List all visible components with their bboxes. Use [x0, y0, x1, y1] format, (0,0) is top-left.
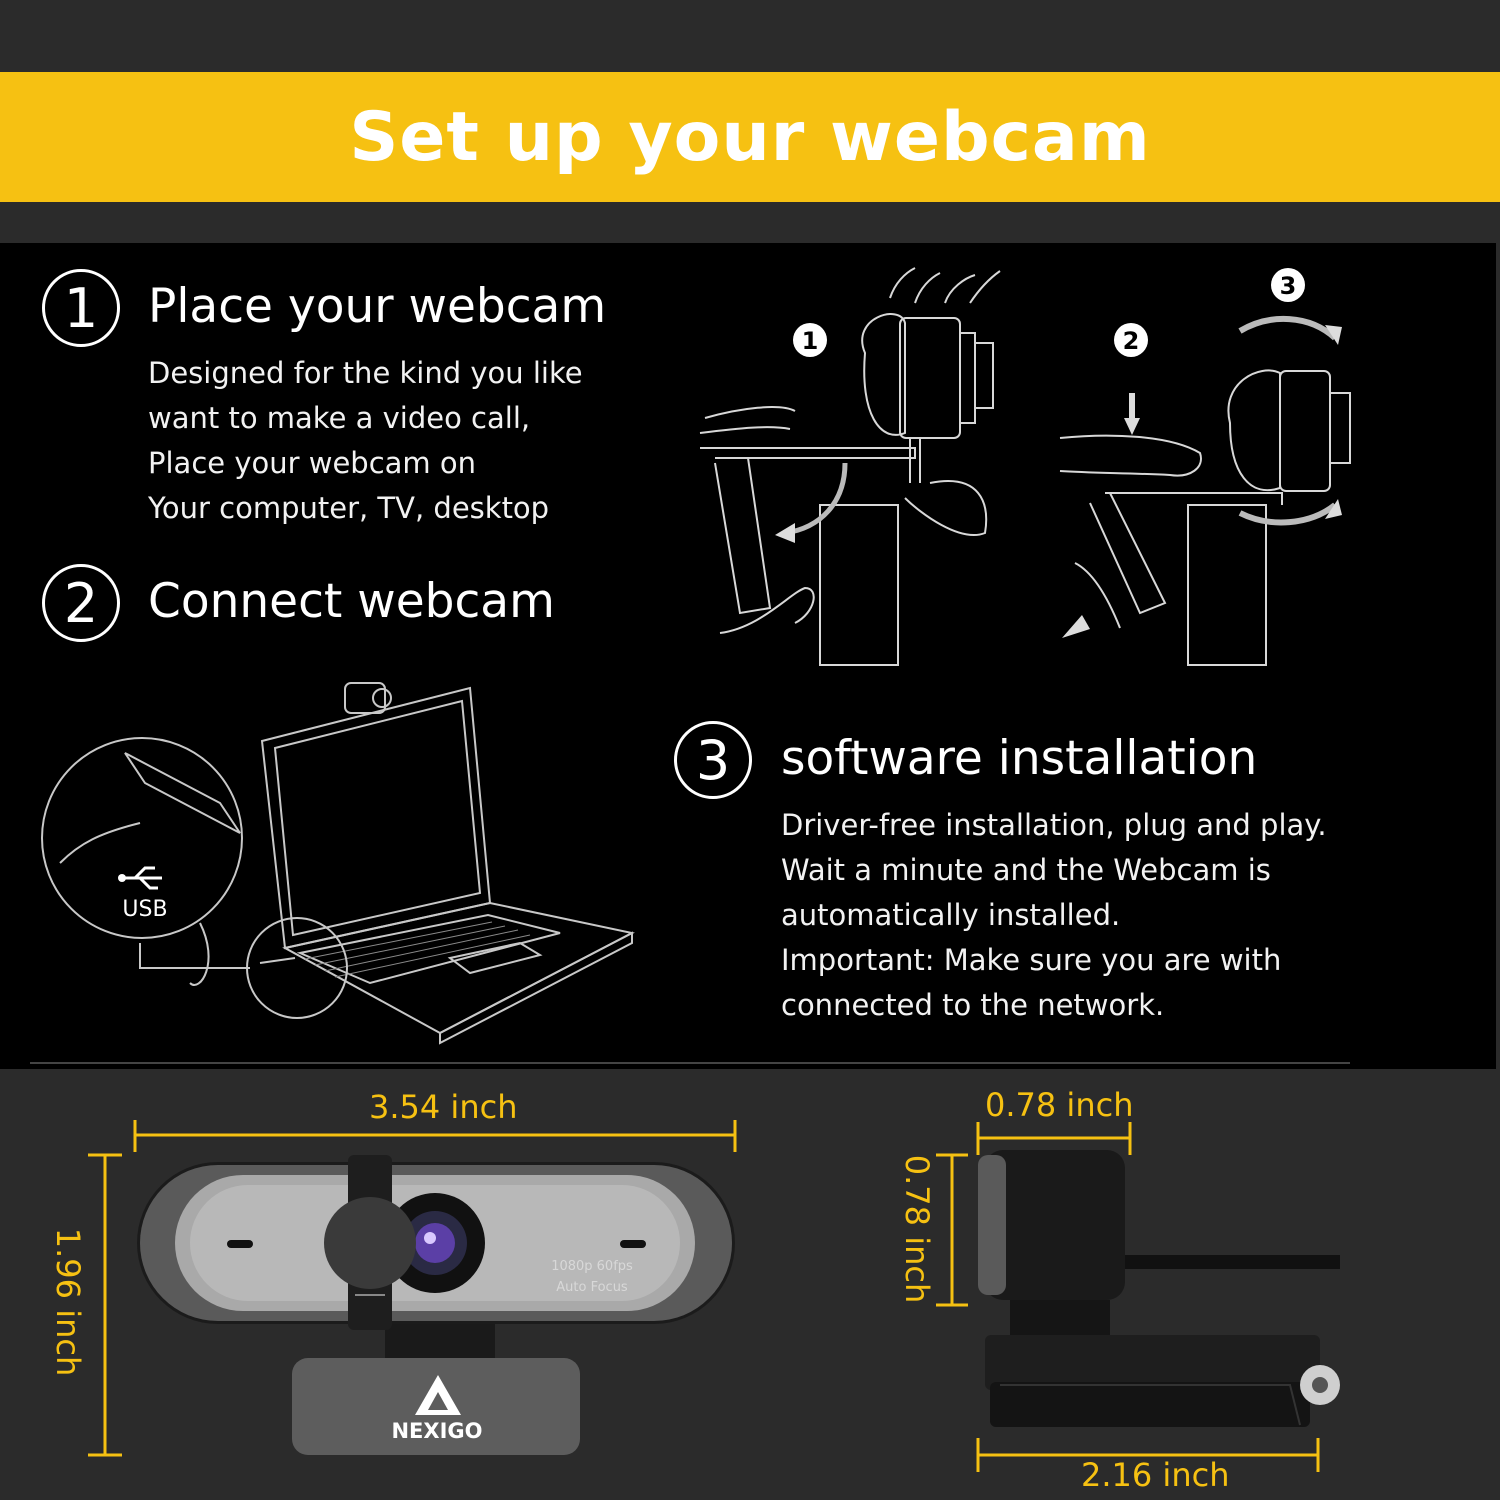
step-1-line: Designed for the kind you like [148, 356, 583, 390]
usb-label: USB [122, 897, 167, 922]
lens-spec-text: 1080p 60fps [551, 1259, 633, 1274]
title-banner: Set up your webcam [0, 72, 1500, 202]
mount-diagram-2 [1059, 369, 1351, 666]
step-1-line: Place your webcam on [148, 446, 477, 480]
step-3-line: connected to the network. [781, 988, 1165, 1022]
step-1-line: want to make a video call, [148, 401, 531, 435]
mount-diagram-1 [699, 267, 1001, 666]
step-3-line: Driver-free installation, plug and play. [781, 808, 1327, 842]
diagram-marker-1: 1 [802, 327, 819, 355]
step-3-description: Driver-free installation, plug and play.… [781, 803, 1327, 1028]
page-title: Set up your webcam [349, 97, 1151, 177]
side-height-label: 0.78 inch [898, 1154, 936, 1304]
step-3-line: automatically installed. [781, 898, 1121, 932]
diagram-marker-3: 3 [1280, 272, 1297, 300]
step-1-title: Place your webcam [148, 279, 607, 334]
step-1-line: Your computer, TV, desktop [148, 491, 550, 525]
step-1-number: 1 [42, 269, 120, 347]
brand-name: NEXIGO [391, 1419, 482, 1443]
diagram-marker-2: 2 [1123, 327, 1140, 355]
step-2-title: Connect webcam [148, 574, 555, 629]
step-1-description: Designed for the kind you like want to m… [148, 351, 583, 531]
step-3-line: Wait a minute and the Webcam is [781, 853, 1271, 887]
side-length-label: 2.16 inch [1081, 1456, 1230, 1494]
front-width-label: 3.54 inch [369, 1088, 518, 1126]
mounting-illustration: 1 2 3 [30, 267, 1351, 1064]
lens-autofocus-text: Auto Focus [556, 1280, 628, 1295]
usb-icon [122, 866, 162, 890]
step-3-line: Important: Make sure you are with [781, 943, 1282, 977]
webcam-front-view [137, 1155, 735, 1455]
instructions-panel: 1 Place your webcam Designed for the kin… [0, 243, 1496, 1069]
step-2-number: 2 [42, 564, 120, 642]
step-3-number: 3 [674, 721, 752, 799]
laptop-illustration [41, 682, 635, 1045]
side-depth-label: 0.78 inch [985, 1086, 1134, 1124]
front-height-label: 1.96 inch [49, 1227, 87, 1377]
webcam-side-view [978, 1150, 1340, 1427]
step-3-title: software installation [781, 731, 1258, 786]
diagram-markers [793, 268, 1305, 357]
